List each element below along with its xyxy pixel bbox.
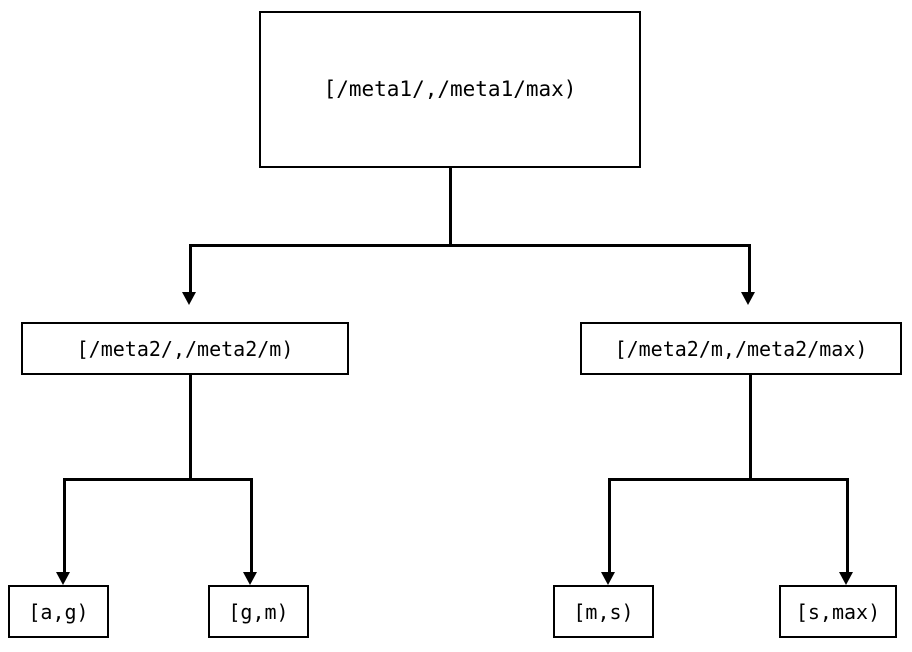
edge-mid-left-stem (189, 375, 192, 480)
node-leaf-gm-label: [g,m) (228, 599, 289, 624)
arrowhead-mid-left-to-leaf-gm-icon (243, 572, 257, 585)
edge-mid-right-to-leaf-ms (608, 478, 611, 572)
edge-mid-right-to-leaf-smax (846, 478, 849, 572)
node-mid-right-label: [/meta2/m,/meta2/max) (614, 336, 868, 361)
edge-mid-left-bar (63, 478, 253, 481)
node-root[interactable]: [/meta1/,/meta1/max) (259, 11, 641, 168)
edge-root-bar (189, 244, 751, 247)
arrowhead-root-to-mid-left-icon (182, 292, 196, 305)
node-leaf-gm[interactable]: [g,m) (208, 585, 309, 638)
arrowhead-mid-left-to-leaf-ag-icon (56, 572, 70, 585)
node-leaf-ms-label: [m,s) (573, 599, 634, 624)
node-leaf-ag[interactable]: [a,g) (8, 585, 109, 638)
node-leaf-smax[interactable]: [s,max) (779, 585, 897, 638)
edge-root-to-mid-left (189, 244, 192, 292)
arrowhead-mid-right-to-leaf-smax-icon (839, 572, 853, 585)
edge-mid-left-to-leaf-gm (250, 478, 253, 572)
node-mid-left[interactable]: [/meta2/,/meta2/m) (21, 322, 349, 375)
edge-mid-right-stem (749, 375, 752, 480)
node-leaf-smax-label: [s,max) (795, 599, 881, 624)
edge-root-to-mid-right (748, 244, 751, 292)
node-leaf-ms[interactable]: [m,s) (553, 585, 654, 638)
edge-mid-left-to-leaf-ag (63, 478, 66, 572)
node-mid-right[interactable]: [/meta2/m,/meta2/max) (580, 322, 902, 375)
edge-mid-right-bar (608, 478, 849, 481)
node-leaf-ag-label: [a,g) (28, 599, 89, 624)
arrowhead-mid-right-to-leaf-ms-icon (601, 572, 615, 585)
arrowhead-root-to-mid-right-icon (741, 292, 755, 305)
edge-root-stem (449, 168, 452, 246)
node-mid-left-label: [/meta2/,/meta2/m) (76, 336, 294, 361)
node-root-label: [/meta1/,/meta1/max) (323, 77, 577, 101)
